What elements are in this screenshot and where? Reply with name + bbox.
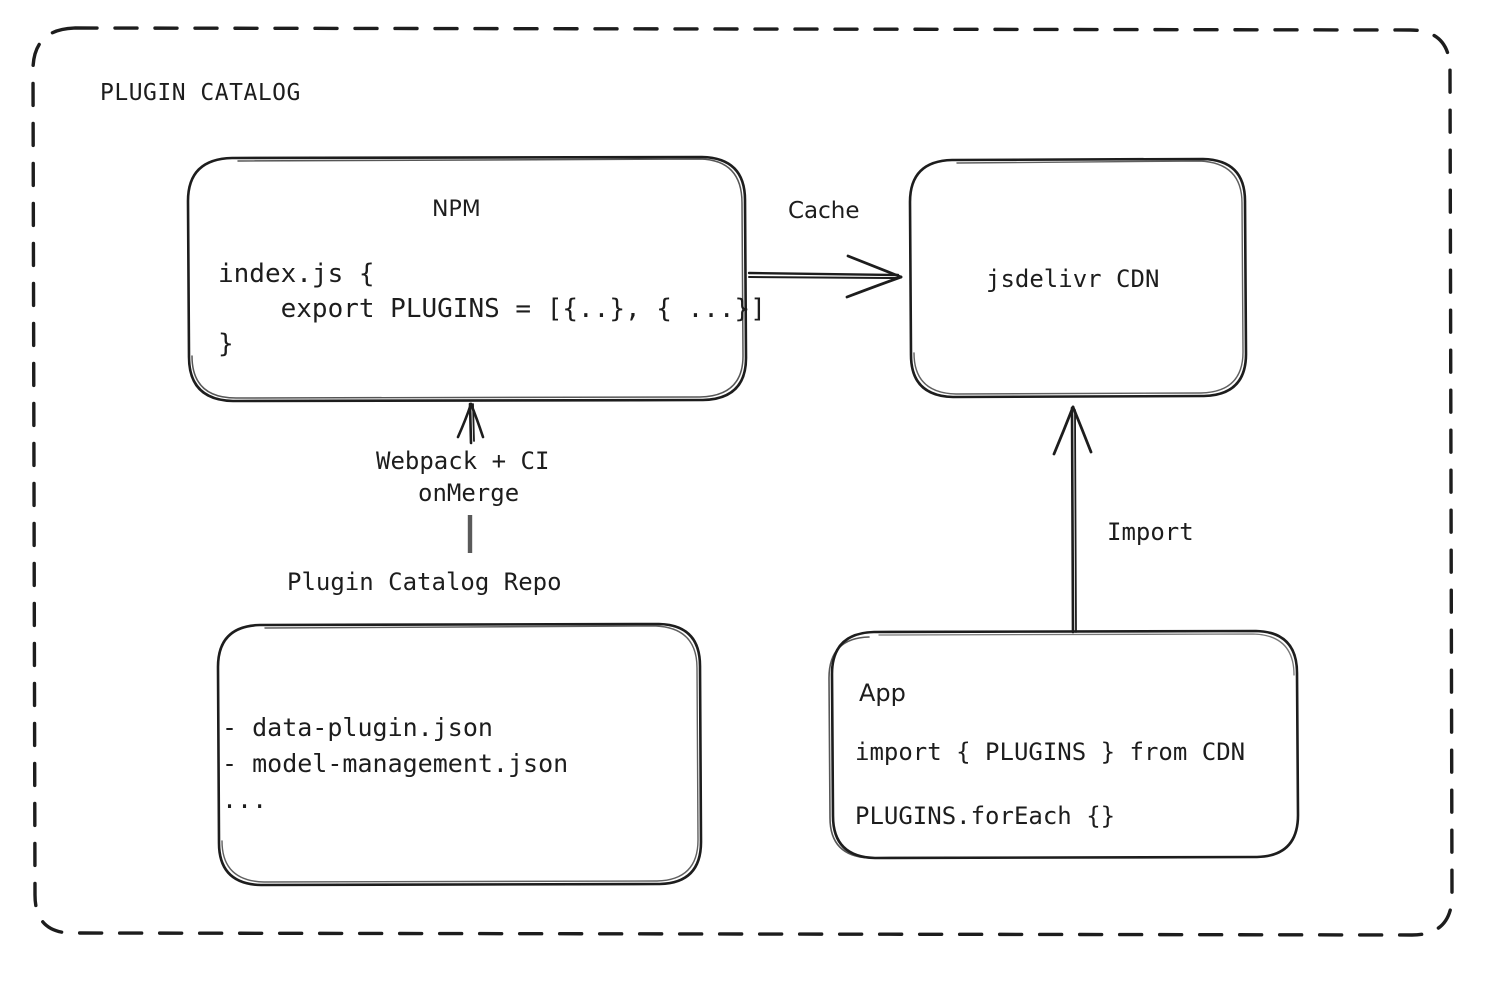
repo-node-label: Plugin Catalog Repo <box>287 568 562 596</box>
app-node-code-import: import { PLUGINS } from CDN <box>855 738 1246 766</box>
cdn-node-title: jsdelivr CDN <box>986 265 1160 293</box>
import-arrow <box>1052 405 1093 634</box>
cache-arrow <box>747 254 903 299</box>
app-node-title: App <box>859 679 906 707</box>
repo-node-file-list: - data-plugin.json - model-management.js… <box>222 713 569 814</box>
import-edge-label: Import <box>1107 518 1194 546</box>
app-node-code-foreach: PLUGINS.forEach {} <box>855 802 1116 830</box>
npm-node-title: NPM <box>432 197 481 222</box>
plugin-catalog-group-title: PLUGIN CATALOG <box>100 80 301 106</box>
npm-node-code: index.js { export PLUGINS = [{..}, { ...… <box>218 259 766 359</box>
build-edge-label-line1: Webpack + CI <box>376 447 550 475</box>
cache-edge-label: Cache <box>788 198 860 224</box>
build-edge-label-line2: onMerge <box>418 479 520 507</box>
